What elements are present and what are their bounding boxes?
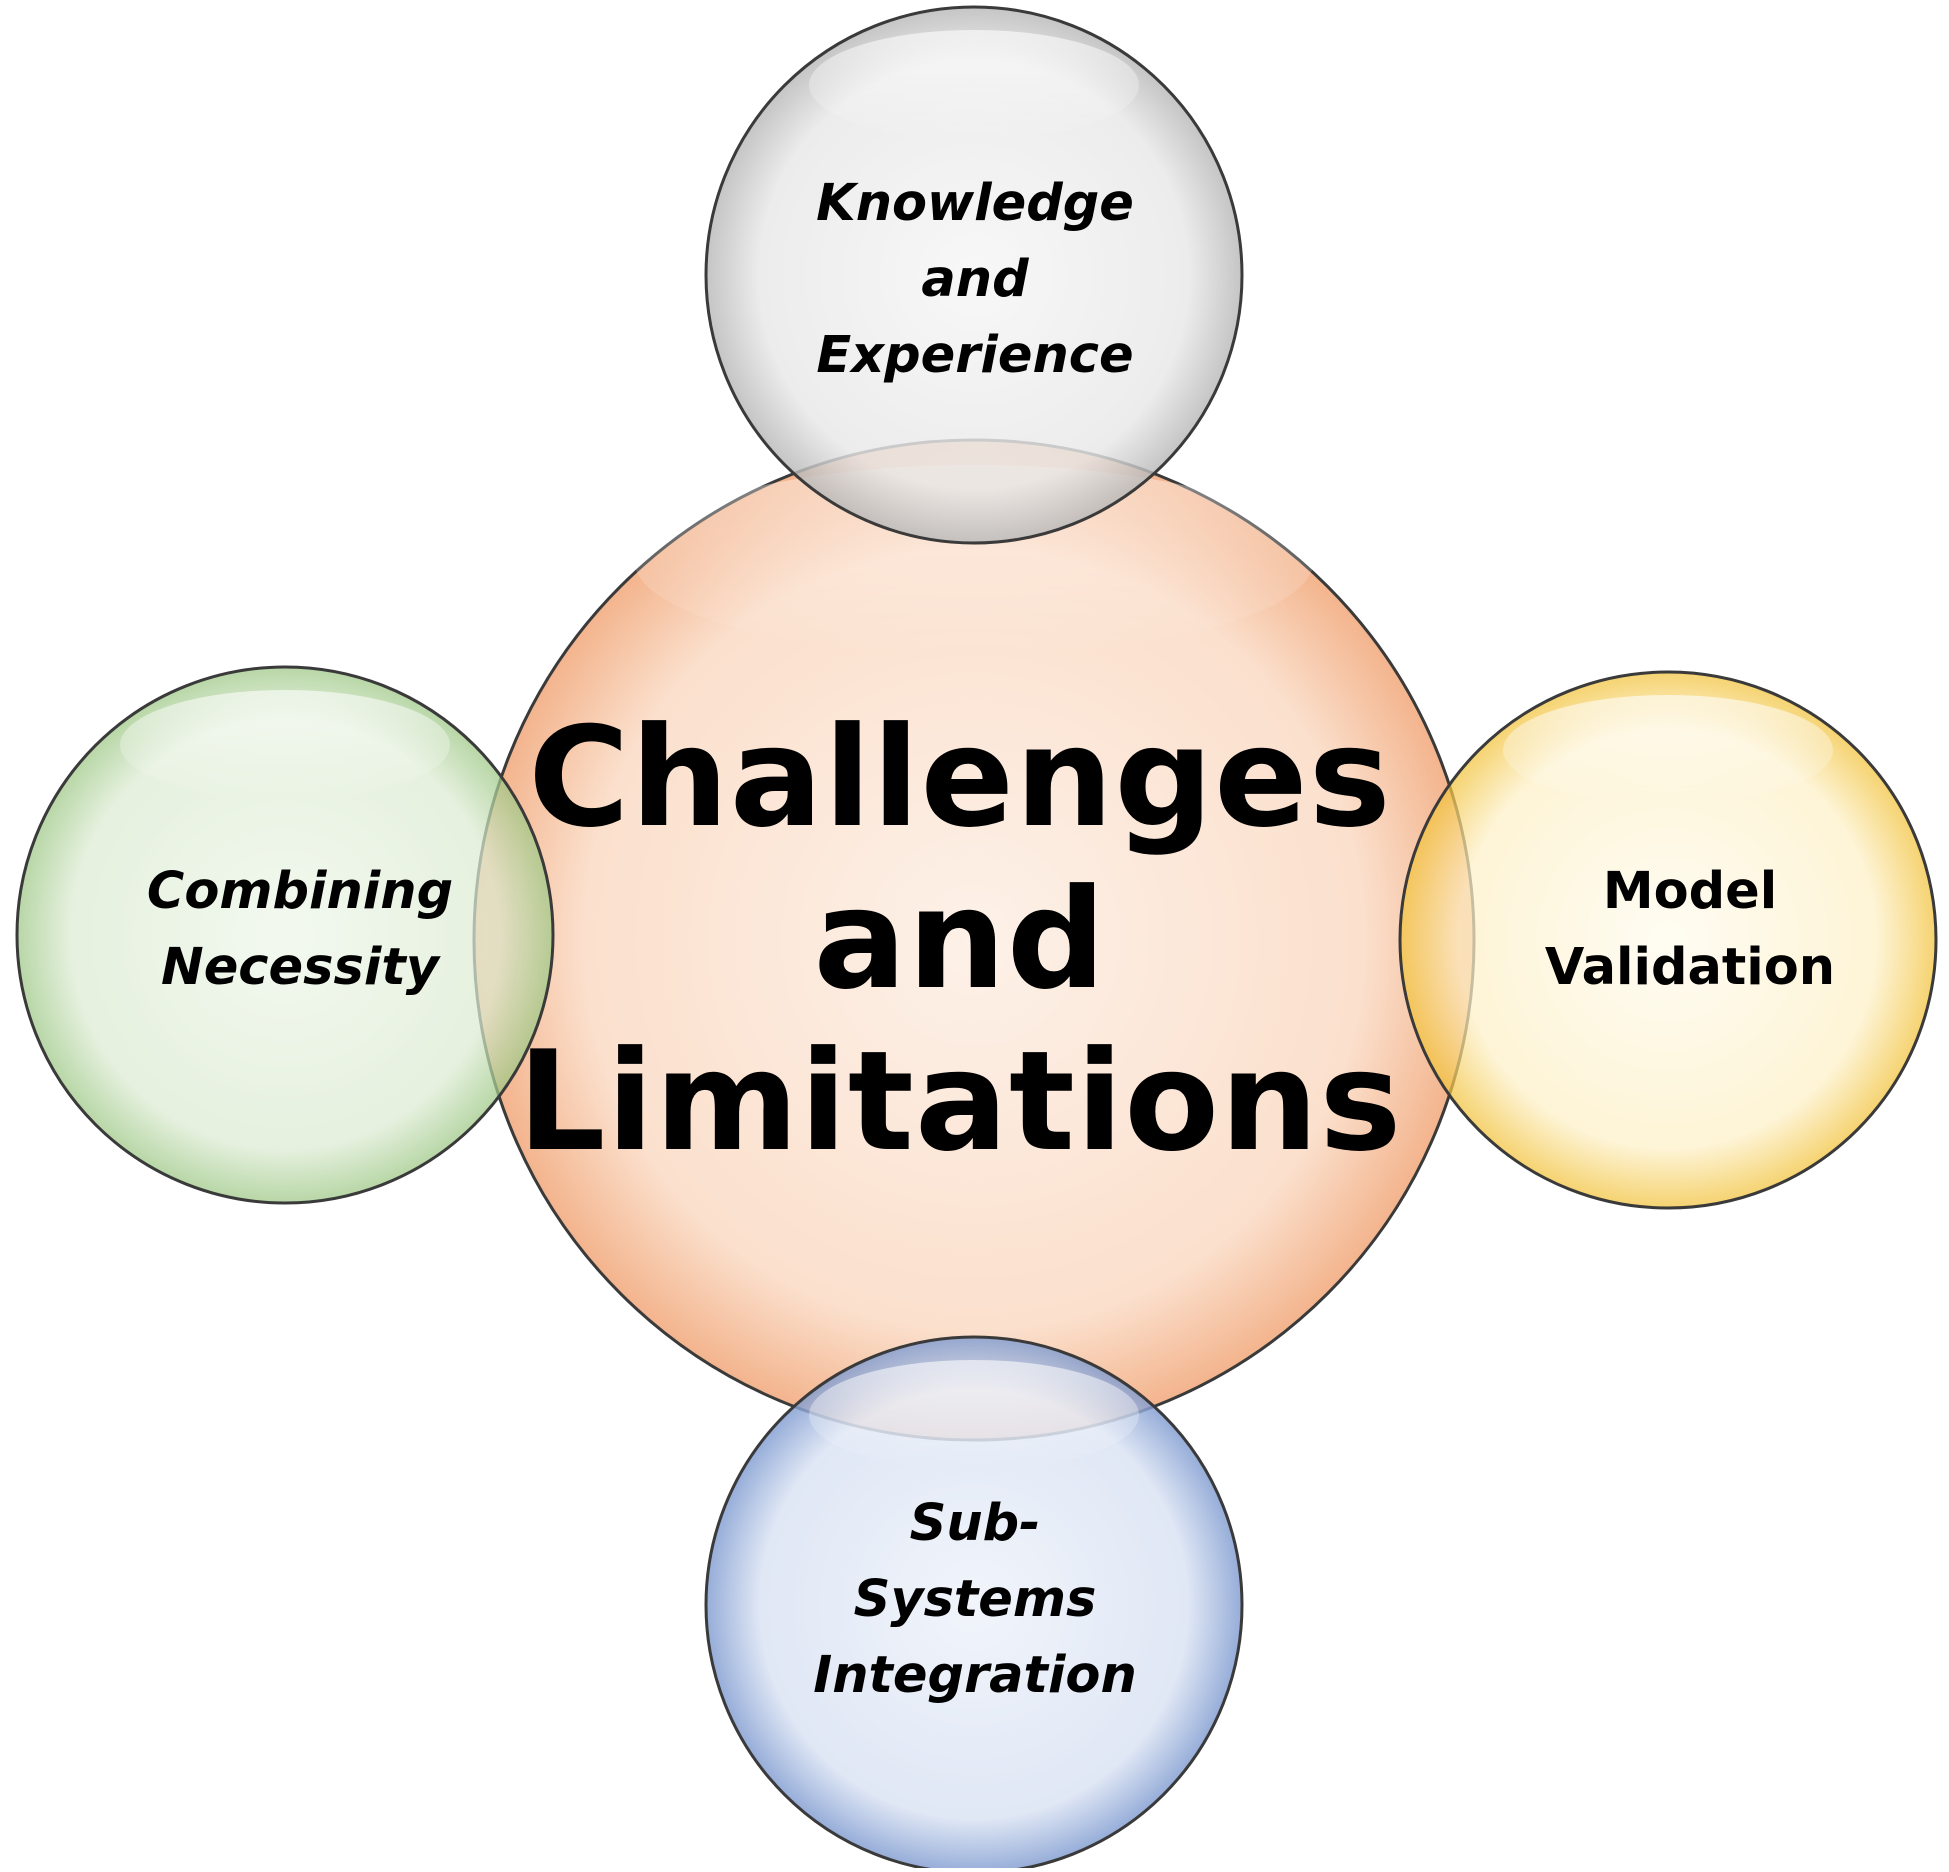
subsystems-circle bbox=[704, 1335, 1244, 1872]
center-label: Challenges and Limitations bbox=[517, 697, 1403, 1182]
knowledge-label: Knowledge and Experience bbox=[816, 174, 1134, 385]
validation-circle bbox=[1398, 670, 1938, 1210]
combining-label: Combining Necessity bbox=[146, 862, 454, 997]
validation-label: Model Validation bbox=[1544, 862, 1836, 997]
combining-circle bbox=[15, 665, 555, 1205]
subsystems-label: Sub- Systems Integration bbox=[813, 1494, 1137, 1705]
center-circle bbox=[472, 438, 1476, 1442]
knowledge-circle bbox=[704, 5, 1244, 545]
